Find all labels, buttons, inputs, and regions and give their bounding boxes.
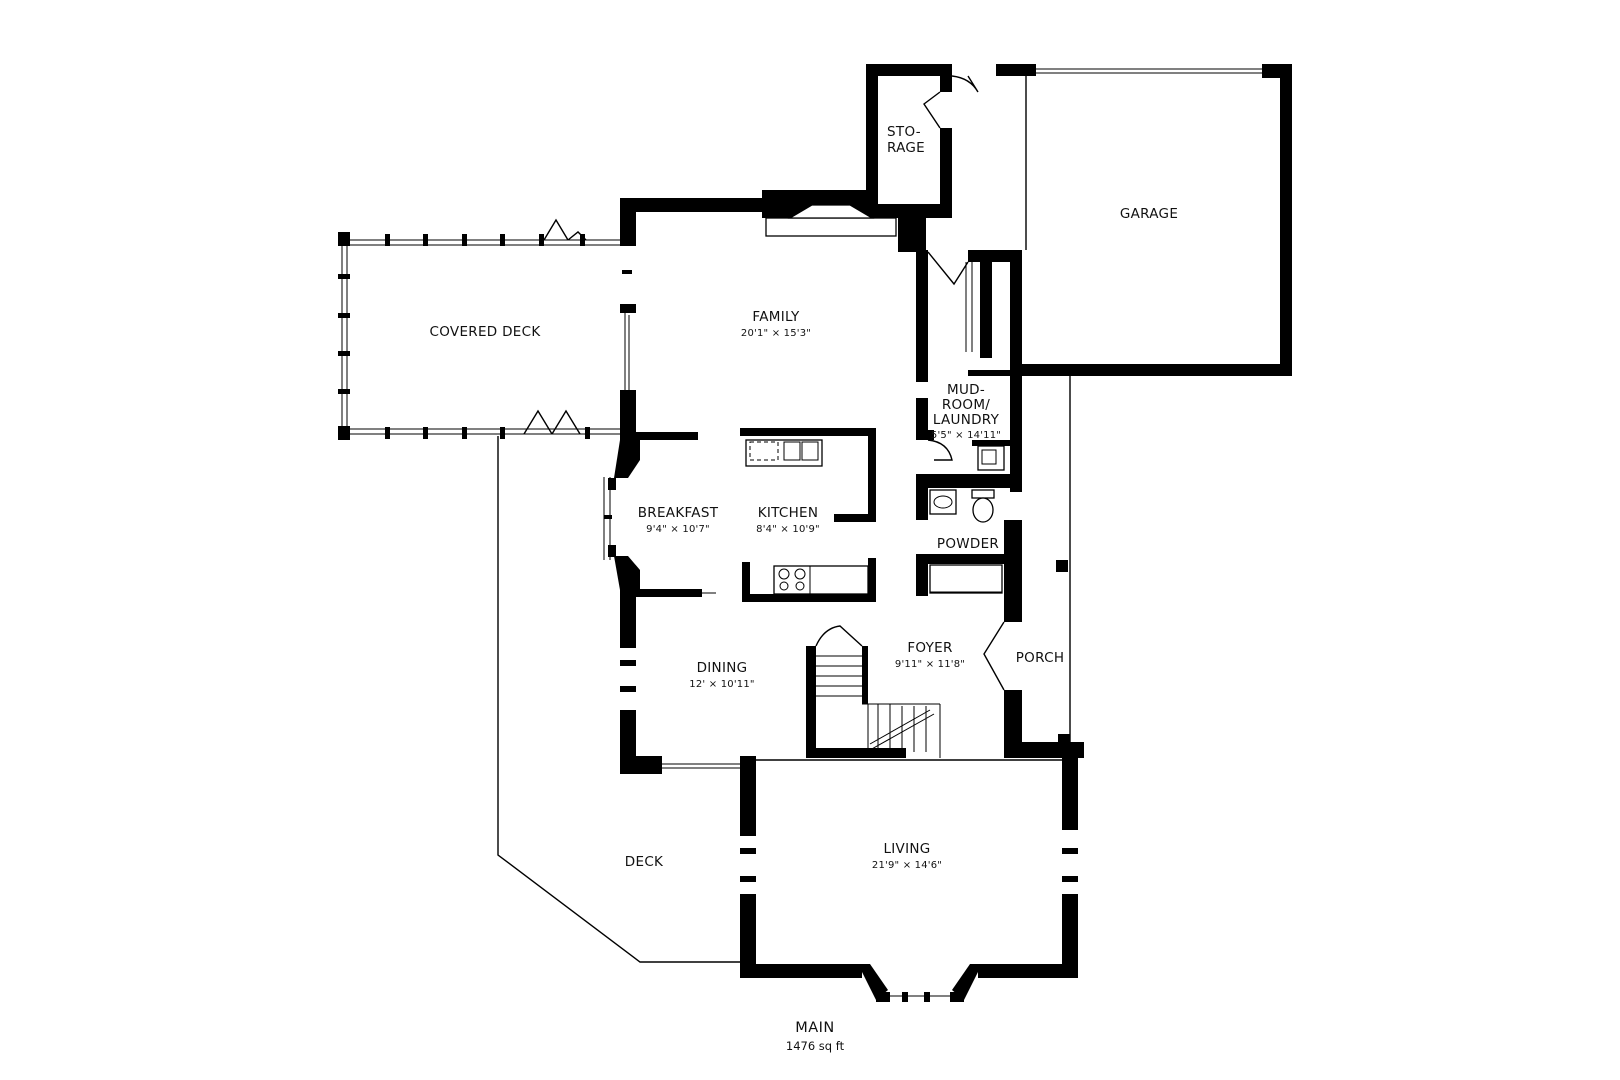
garage-label: GARAGE xyxy=(1120,206,1178,222)
mudroom-label-line2: ROOM/ xyxy=(942,397,990,413)
kitchen-dims: 8'4" × 10'9" xyxy=(756,524,820,535)
living-dims: 21'9" × 14'6" xyxy=(872,860,942,871)
mudroom-label-line3: LAUNDRY xyxy=(933,412,1000,428)
floor-area: 1476 sq ft xyxy=(786,1039,845,1053)
kitchen-label: KITCHEN xyxy=(758,505,819,521)
deck-label: DECK xyxy=(625,854,664,870)
fixtures xyxy=(745,439,1005,758)
dining-label: DINING xyxy=(697,660,748,676)
family-label: FAMILY xyxy=(752,309,800,325)
door-swings xyxy=(815,75,1005,691)
foyer-label: FOYER xyxy=(907,640,952,656)
breakfast-label: BREAKFAST xyxy=(638,505,719,521)
family-dims: 20'1" × 15'3" xyxy=(741,328,811,339)
covered-deck-posts xyxy=(338,218,590,440)
porch-label: PORCH xyxy=(1016,650,1065,666)
powder-label: POWDER xyxy=(937,536,999,552)
mudroom-label-line1: MUD- xyxy=(947,382,985,398)
covered-deck-label: COVERED DECK xyxy=(430,324,542,340)
walls xyxy=(604,64,1292,1002)
foyer-dims: 9'11" × 11'8" xyxy=(895,659,965,670)
floor-name: MAIN xyxy=(795,1020,835,1036)
mudroom-dims: 5'5" × 14'11" xyxy=(931,430,1001,441)
storage-label-line1: STO- xyxy=(887,124,921,140)
room-labels: STO- RAGE GARAGE COVERED DECK FAMILY 20'… xyxy=(430,124,1178,1053)
storage-label-line2: RAGE xyxy=(887,140,925,156)
dining-dims: 12' × 10'11" xyxy=(689,679,754,690)
breakfast-dims: 9'4" × 10'7" xyxy=(646,524,710,535)
living-label: LIVING xyxy=(883,841,930,857)
